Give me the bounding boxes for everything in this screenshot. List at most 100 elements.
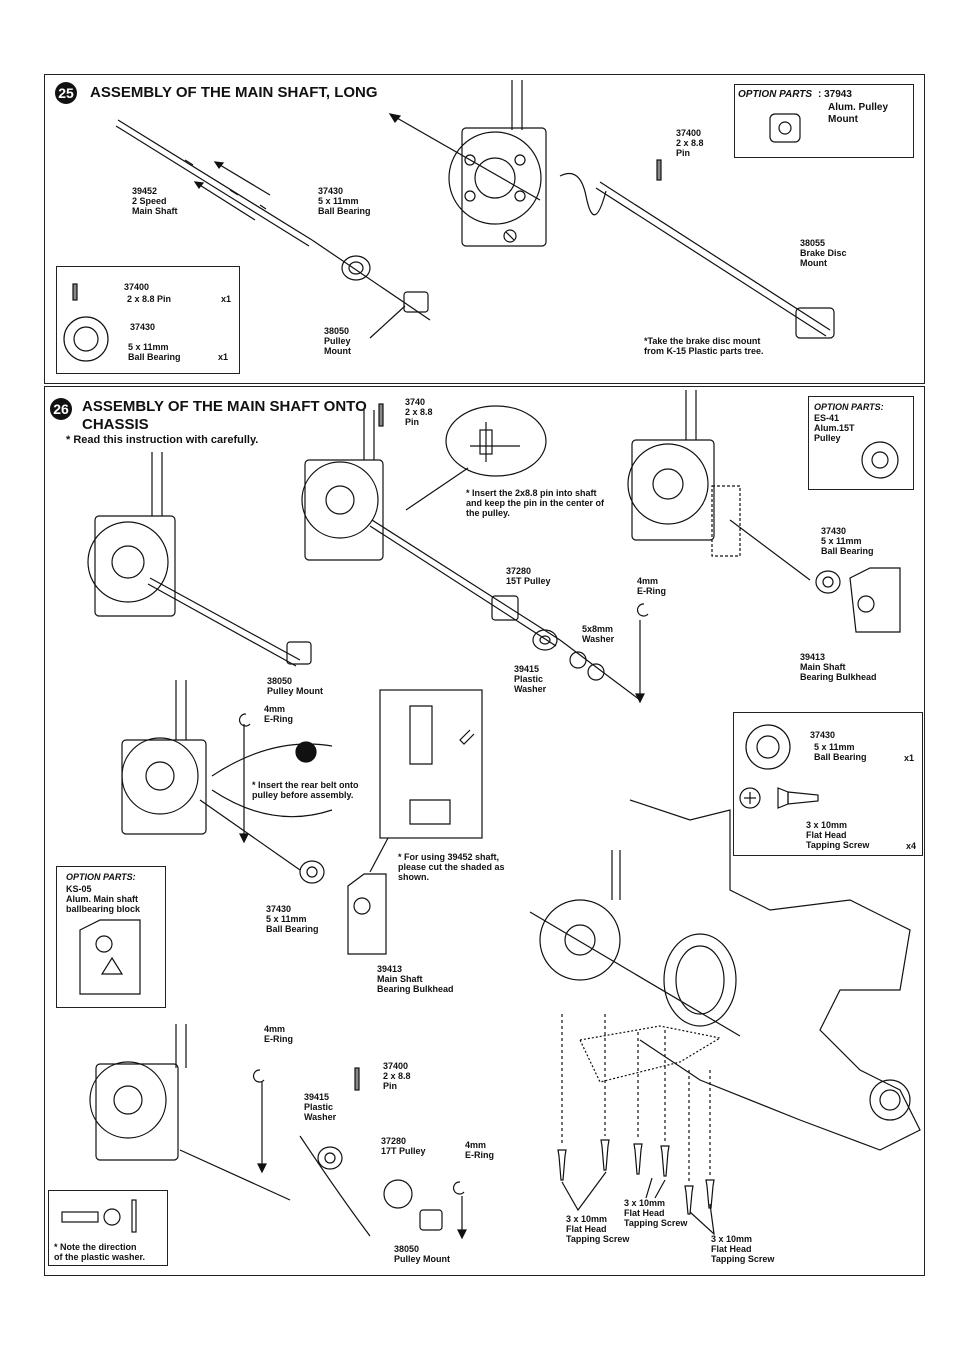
note-cut-shaft: * For using 39452 shaft, please cut the …	[398, 852, 505, 882]
step25-part1-name: 2 x 8.8 Pin	[127, 294, 172, 304]
step25-part2-qty: x1	[218, 352, 229, 362]
bulkhead-assembly-left-icon	[87, 452, 312, 667]
pulley-mount-2-icon	[419, 1209, 443, 1231]
bulkhead-block-right-icon	[849, 567, 901, 633]
step26-option1-heading: OPTION PARTS:	[814, 402, 884, 412]
note-washer-direction: * Note the direction of the plastic wash…	[54, 1242, 146, 1262]
bearing-mid-icon	[299, 860, 325, 884]
direction-arrows	[193, 113, 541, 221]
screw-icon	[739, 787, 819, 809]
step25-label-bearing: 37430 5 x 11mm Ball Bearing	[318, 186, 371, 216]
chassis-assembly-icon	[529, 799, 921, 1151]
parts-pin-icon	[72, 283, 78, 301]
step25-option-heading: OPTION PARTS	[738, 89, 813, 100]
label-plastic-washer-1: 39415 Plastic Washer	[514, 664, 547, 694]
step26-number: 26	[50, 398, 72, 420]
step25-panel	[44, 74, 925, 384]
washer-5x8-icon	[569, 651, 605, 681]
ering-icon	[635, 603, 649, 704]
label-bulkhead-mid: 39413 Main Shaft Bearing Bulkhead	[377, 964, 454, 994]
ering-4-icon	[452, 1181, 467, 1240]
washer-note-box	[48, 1190, 168, 1266]
washer-direction-icon	[61, 1199, 137, 1233]
label-washer-5x8: 5x8mm Washer	[582, 624, 615, 644]
label-pulley-mount-1: 38050 Pulley Mount	[267, 676, 323, 696]
step25-note: *Take the brake disc mount from K-15 Pla…	[644, 336, 764, 356]
pin-bottom-icon	[354, 1067, 360, 1091]
lower-assembly-icon	[89, 1024, 371, 1237]
belt-assembly-icon	[121, 680, 333, 871]
step26-option2-text: KS-05 Alum. Main shaft ballbearing block	[66, 884, 141, 914]
step26-panel	[44, 386, 925, 1276]
label-bulkhead-right: 39413 Main Shaft Bearing Bulkhead	[800, 652, 877, 682]
option-block-icon	[79, 919, 141, 995]
step25-number: 25	[55, 82, 77, 104]
step26-part1-name: 5 x 11mm Ball Bearing	[814, 742, 867, 762]
step26-part1-code: 37430	[810, 730, 836, 740]
label-screw-1: 3 x 10mm Flat Head Tapping Screw	[566, 1214, 630, 1244]
option-pulley-icon	[769, 113, 801, 143]
label-17t-pulley: 37280 17T Pulley	[381, 1136, 426, 1156]
guide-line-2	[559, 639, 641, 701]
label-bearing-mid: 37430 5 x 11mm Ball Bearing	[266, 904, 319, 934]
step26-part1-qty: x1	[904, 753, 915, 763]
step25-parts-box	[56, 266, 240, 374]
label-ering-3: 4mm E-Ring	[264, 1024, 293, 1044]
step26-option2-heading: OPTION PARTS:	[66, 872, 136, 882]
bulkhead-icon	[448, 80, 547, 247]
step26-subtitle: * Read this instruction with carefully.	[66, 434, 259, 446]
parts-bearing-26-icon	[745, 724, 791, 770]
label-pin-top: 3740 2 x 8.8 Pin	[405, 397, 433, 427]
label-pulley-mount-2: 38050 Pulley Mount	[394, 1244, 450, 1264]
label-ering-4: 4mm E-Ring	[465, 1140, 494, 1160]
step26-option1-box	[808, 396, 914, 490]
parts-bearing-icon	[63, 316, 109, 362]
screw-insertion-guides	[561, 1014, 711, 1182]
brake-shaft-icon	[595, 181, 835, 339]
step25-part1-code: 37400	[124, 282, 150, 292]
step25-label-pin: 37400 2 x 8.8 Pin	[676, 128, 704, 158]
step26-part2-name: 3 x 10mm Flat Head Tapping Screw	[806, 820, 870, 850]
pulley-17t-icon	[383, 1179, 413, 1209]
step26-option1-text: ES-41 Alum.15T Pulley	[814, 413, 855, 443]
bearing-icon	[341, 255, 371, 281]
note-pin-center: * Insert the 2x8.8 pin into shaft and ke…	[466, 488, 605, 518]
cut-detail-box-icon	[369, 689, 483, 873]
step25-part2-code: 37430	[130, 322, 156, 332]
main-shaft-icon	[115, 119, 313, 247]
pin-icon	[656, 159, 662, 181]
label-pin-bottom: 37400 2 x 8.8 Pin	[383, 1061, 411, 1091]
step25-label-brake: 38055 Brake Disc Mount	[800, 238, 847, 268]
bulkhead-block-mid-icon	[347, 873, 387, 955]
label-ering-1: 4mm E-Ring	[637, 576, 666, 596]
step25-option-box	[734, 84, 914, 158]
step25-part1-qty: x1	[221, 294, 232, 304]
leader-line	[369, 305, 406, 339]
tapping-screw-icons	[557, 1139, 715, 1236]
pulley-15t-icon	[491, 595, 519, 621]
step26-title: ASSEMBLY OF THE MAIN SHAFT ONTO CHASSIS	[82, 398, 367, 433]
step25-label-pulley: 38050 Pulley Mount	[324, 326, 351, 356]
plastic-washer-icon	[532, 629, 558, 651]
step25-label-shaft: 39452 2 Speed Main Shaft	[132, 186, 178, 216]
label-bearing-right: 37430 5 x 11mm Ball Bearing	[821, 526, 874, 556]
step26-option2-box	[56, 866, 166, 1008]
plastic-washer-2-icon	[317, 1146, 343, 1170]
step25-part2-name: 5 x 11mm Ball Bearing	[128, 342, 181, 362]
pulley-mount-icon	[403, 291, 429, 313]
guide-line	[311, 239, 431, 321]
belt-line	[559, 172, 607, 216]
step25-option-name: Alum. Pulley Mount	[828, 102, 889, 125]
label-screw-2: 3 x 10mm Flat Head Tapping Screw	[624, 1198, 688, 1228]
option-pulley-15t-icon	[861, 441, 899, 479]
bearing-right-icon	[815, 570, 841, 594]
label-15t-pulley: 37280 15T Pulley	[506, 566, 551, 586]
pin-detail-bubble	[405, 405, 547, 511]
bulkhead-assembly-right-icon	[627, 390, 811, 581]
note-rear-belt: * Insert the rear belt onto pulley befor…	[252, 780, 359, 800]
label-plastic-washer-2: 39415 Plastic Washer	[304, 1092, 337, 1122]
label-ering-2: 4mm E-Ring	[264, 704, 293, 724]
step26-part2-qty: x4	[906, 841, 917, 851]
step25-title: ASSEMBLY OF THE MAIN SHAFT, LONG	[90, 84, 378, 101]
